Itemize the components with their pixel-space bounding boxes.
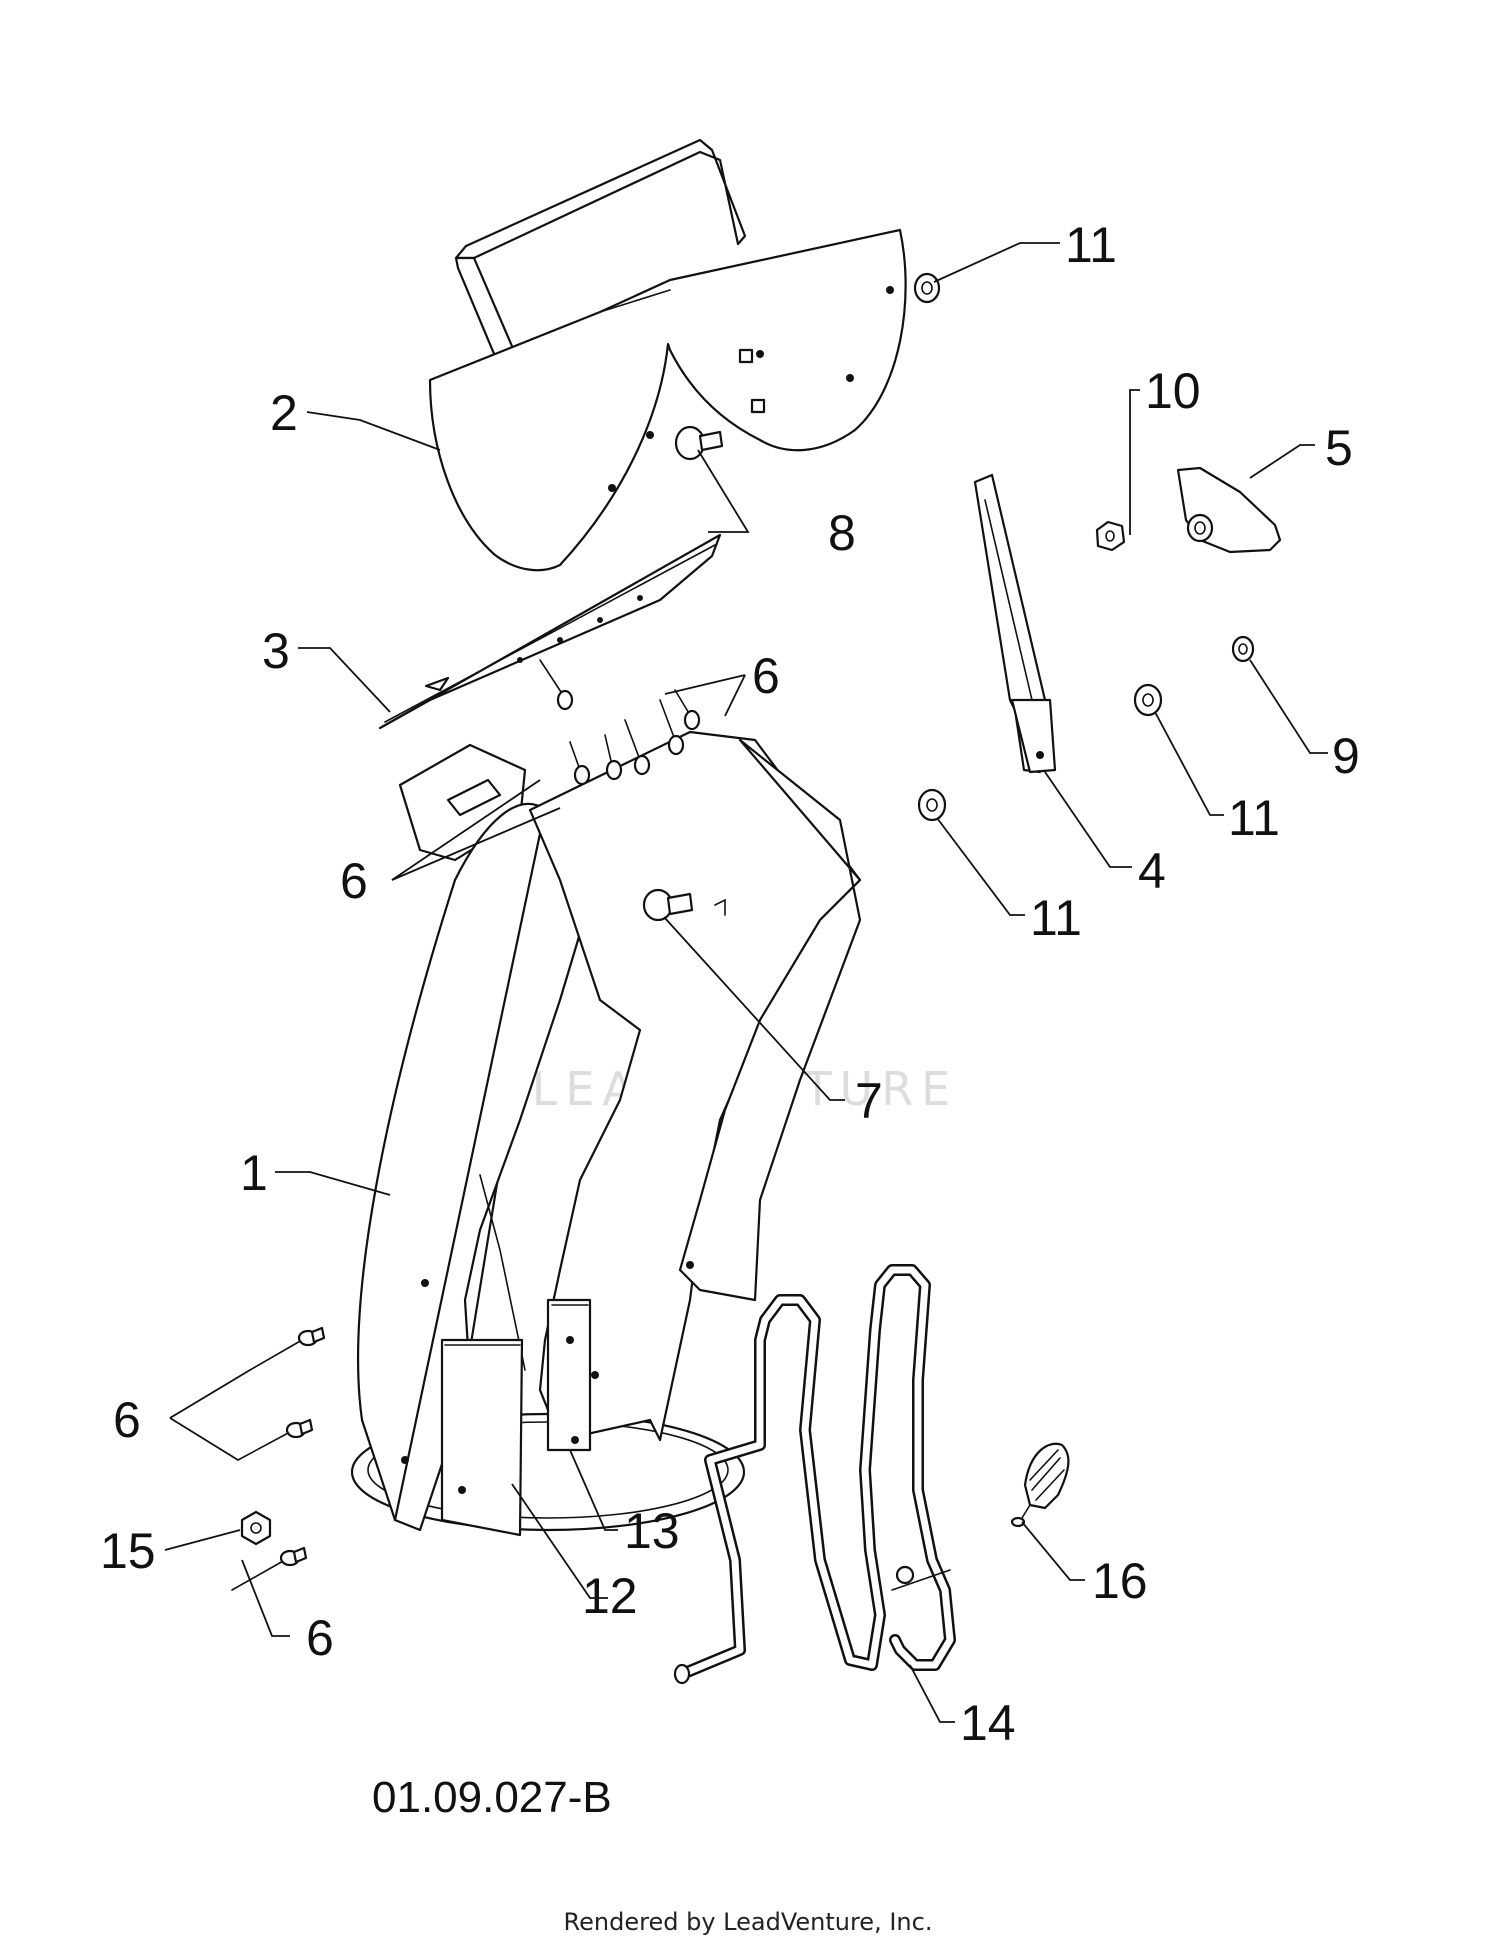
callout-12: 12 <box>582 1568 638 1624</box>
part-3-blade <box>378 533 722 730</box>
leader-lines <box>164 242 1328 1723</box>
diagram-code: 01.09.027-B <box>372 1773 612 1822</box>
callout-15: 15 <box>100 1523 156 1579</box>
footer-credit: Rendered by LeadVenture, Inc. <box>564 1908 933 1936</box>
callout-13: 13 <box>624 1503 680 1559</box>
callout-8: 8 <box>828 505 856 561</box>
part-11-washer-top <box>913 272 941 304</box>
callout-2: 2 <box>270 385 298 441</box>
callout-6-left: 6 <box>340 853 368 909</box>
callout-6-lower: 6 <box>113 1392 141 1448</box>
part-8-bolt <box>674 425 724 461</box>
callout-6-top: 6 <box>752 648 780 704</box>
callout-11-top: 11 <box>1065 217 1117 273</box>
callout-5: 5 <box>1325 420 1353 476</box>
part-11-washer-mid <box>1133 683 1163 717</box>
callout-7: 7 <box>855 1073 883 1129</box>
callout-11-mid: 11 <box>1228 790 1280 846</box>
part-5-knob <box>1176 466 1282 554</box>
part-10-nut <box>1095 520 1126 552</box>
callout-14: 14 <box>960 1695 1016 1751</box>
part-2-deflector <box>428 138 907 572</box>
part-7-bolt <box>642 888 694 922</box>
callout-3: 3 <box>262 623 290 679</box>
callout-1: 1 <box>240 1145 268 1201</box>
part-6-rivets-top <box>539 659 701 786</box>
part-1-chute <box>350 730 862 1537</box>
callouts: 2 8 11 10 5 3 6 9 11 4 11 6 7 1 6 15 6 1… <box>100 217 1360 1751</box>
part-15-nut <box>240 1510 272 1546</box>
callout-4: 4 <box>1138 843 1166 899</box>
part-11-washer-low <box>917 788 947 822</box>
part-4-bracket <box>973 473 1057 774</box>
part-14-control-rod <box>673 1264 956 1685</box>
part-16-spring <box>1010 1442 1070 1528</box>
callout-9: 9 <box>1332 728 1360 784</box>
callout-16: 16 <box>1092 1553 1148 1609</box>
callout-6-bottom: 6 <box>306 1610 334 1666</box>
part-9-lockwasher <box>1231 635 1255 663</box>
part-6-rivets-left <box>231 1326 326 1591</box>
callout-10: 10 <box>1145 363 1201 419</box>
callout-11-low: 11 <box>1030 890 1082 946</box>
